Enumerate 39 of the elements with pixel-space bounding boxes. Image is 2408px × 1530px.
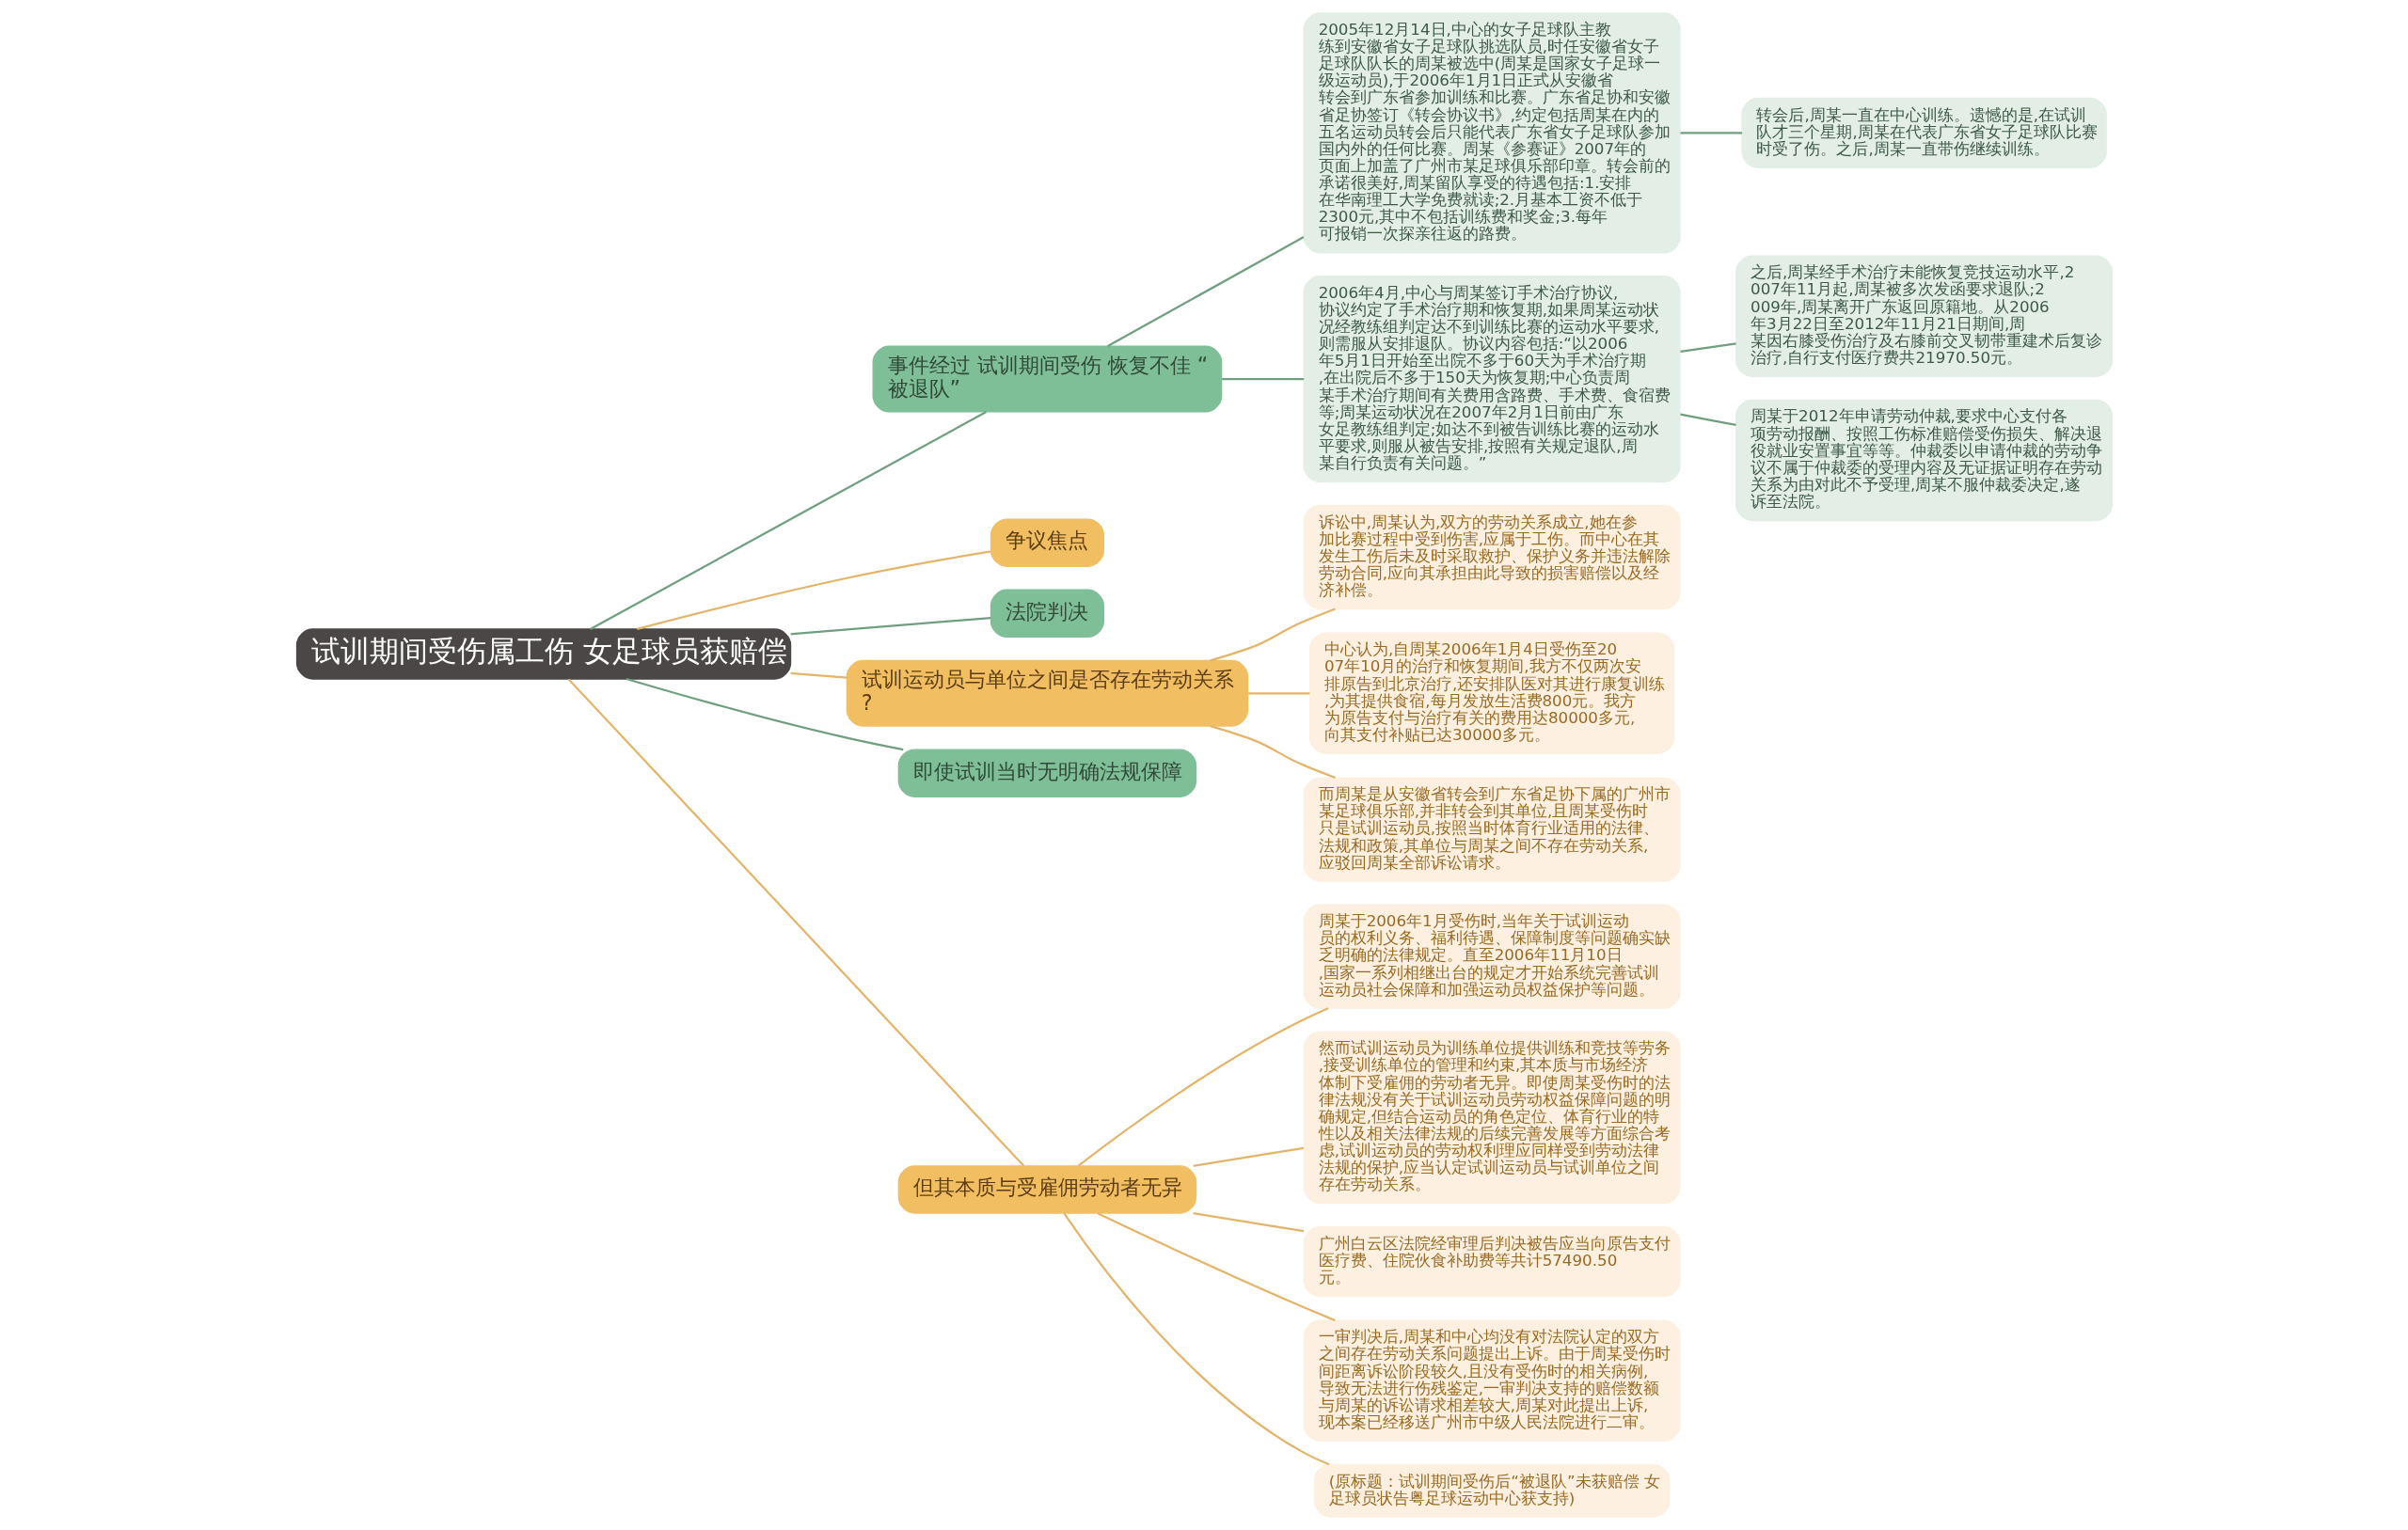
- node-box: 而周某是从安徽省转会到广东省足协下属的广州市某足球俱乐部,并非转会到其单位,且周某受伤时只是试训运动员,按照当时体育行业适用的法律、法规和政策,其单位与周某之间不存在劳动关系,应驳回周某全部诉讼请求。: [1303, 777, 1681, 882]
- node-box: 争议焦点: [990, 518, 1104, 567]
- connector: [1679, 413, 1736, 426]
- connector: [1193, 1146, 1304, 1167]
- connector: [1106, 236, 1304, 348]
- connector: [1062, 1212, 1329, 1466]
- connector: [1247, 692, 1309, 695]
- connector: [589, 411, 987, 630]
- connector: [636, 550, 991, 630]
- node-box: (原标题：试训期间受伤后“被退队”未获赔偿 女足球员状告粤足球运动中心获支持): [1313, 1463, 1670, 1518]
- node-box: 即使试训当时无明确法规保障: [897, 749, 1196, 797]
- connector: [1680, 132, 1742, 134]
- connector: [1209, 725, 1336, 780]
- node-box: 一审判决后,周某和中心均没有对法院认定的双方之间存在劳动关系问题提出上诉。由于周某受伤时间距离诉讼阶段较久,且没有受伤时的相关病例,导致无法进行伤残鉴定,一审判决支持的赔偿数额与周某的诉讼请求相差较大,周某对此提出上诉,现本案已经移送广州市中级人民法院进行二审。: [1303, 1319, 1681, 1442]
- node-box: 事件经过 试训期间受伤 恢复不佳 “被退队”: [872, 345, 1222, 413]
- connector: [626, 677, 903, 751]
- connector: [1077, 1007, 1328, 1167]
- connector: [790, 617, 990, 636]
- node-box: 中心认为,自周某2006年1月4日受伤至2007年10月的治疗和恢复期间,我方不仅两次安排原告到北京治疗,还安排队医对其进行康复训练,为其提供食宿,每月发放生活费800元。我方为原告支付与治疗有关的费用达80000多元,向其支付补贴已达30000多元。: [1308, 632, 1674, 754]
- node-box: 法院判决: [990, 589, 1104, 639]
- node-box: 试训运动员与单位之间是否存在劳动关系?: [846, 659, 1248, 727]
- node-box: 但其本质与受雇佣劳动者无异: [897, 1165, 1196, 1214]
- node-box: 然而试训运动员为训练单位提供训练和竞技等劳务,接受训练单位的管理和约束,其本质与市场经济体制下受雇佣的劳动者无异。即使周某受伤时的法律法规没有关于试训运动员劳动权益保障问题的明确规定,但结合运动员的角色定位、体育行业的特性以及相关法律法规的后续完善发展等方面综合考虑,试训运动员的劳动权利理应同样受到劳动法律法规的保护,应当认定试训运动员与试训单位之间存在劳动关系。: [1303, 1031, 1681, 1205]
- node-box: 2005年12月14日,中心的女子足球队主教练到安徽省女子足球队挑选队员,时任安徽省女子足球队队长的周某被选中(周某是国家女子足球一级运动员),于2006年1月1日正式从安徽省转会到广东省参加训练和比赛。广东省足协和安徽省足协签订《转会协议书》,约定包括周某在内的五名运动员转会后只能代表广东省女子足球队参加国内外的任何比赛。周某《参赛证》2007年的页面上加盖了广州市某足球俱乐部印章。转会前的承诺很美好,周某留队享受的待遇包括:1.安排在华南理工大学免费就读;2.月基本工资不低于2300元,其中不包括训练费和奖金;3.每年可报销一次探亲往返的路费。: [1303, 12, 1681, 254]
- connector: [1193, 1211, 1304, 1233]
- connector: [1679, 342, 1736, 354]
- connector: [790, 671, 847, 679]
- node-box: 诉讼中,周某认为,双方的劳动关系成立,她在参加比赛过程中受到伤害,应属于工伤。而中心在其发生工伤后未及时采取救护、保护义务并违法解除劳动合同,应向其承担由此导致的损害赔偿以及经济补偿。: [1303, 504, 1681, 610]
- node-box: 之后,周某经手术治疗未能恢复竞技运动水平,2007年11月起,周某被多次发函要求退队;2009年,周某离开广东返回原籍地。从2006年3月22日至2012年11月21日期间,周某因右膝受伤治疗及右膝前交叉韧带重建术后复诊治疗,自行支付医疗费共21970.50元。: [1735, 255, 2113, 377]
- node-box: 2006年4月,中心与周某签订手术治疗协议,协议约定了手术治疗期和恢复期,如果周某运动状况经教练组判定达不到训练比赛的运动水平要求,则需服从安排退队。协议内容包括:“以2006年5月1日开始至出院不多于60天为手术治疗期,在出院后不多于150天为恢复期;中心负责周某手术治疗期间有关费用含路费、手术费、食宿费等;周某运动状况在2007年2月1日前由广东女足教练组判定;如达不到被告训练比赛的运动水平要求,则服从被告安排,按照有关规定退队,周某自行负责有关问题。”: [1303, 276, 1681, 483]
- connector: [1096, 1212, 1336, 1322]
- connector: [567, 678, 1024, 1167]
- node-box: 试训期间受伤属工伤 女足球员获赔偿: [295, 628, 791, 680]
- connector: [1221, 377, 1304, 381]
- node-box: 广州白云区法院经审理后判决被告应当向原告支付医疗费、住院伙食补助费等共计57490.50元。: [1303, 1225, 1681, 1298]
- node-box: 转会后,周某一直在中心训练。遗憾的是,在试训队才三个星期,周某在代表广东省女子足球队比赛时受了伤。之后,周某一直带伤继续训练。: [1740, 97, 2107, 168]
- connector: [1209, 607, 1336, 662]
- node-box: 周某于2012年申请劳动仲裁,要求中心支付各项劳动报酬、按照工伤标准赔偿受伤损失、解决退役就业安置事宜等等。仲裁委以申请仲裁的劳动争议不属于仲裁委的受理内容及无证据证明存在劳动关系为由对此不予受理,周某不服仲裁委决定,遂诉至法院。: [1735, 399, 2113, 522]
- node-box: 周某于2006年1月受伤时,当年关于试训运动员的权利义务、福利待遇、保障制度等问题确实缺乏明确的法律规定。直至2006年11月10日,国家一系列相继出台的规定才开始系统完善试训运动员社会保障和加强运动员权益保护等问题。: [1303, 904, 1681, 1009]
